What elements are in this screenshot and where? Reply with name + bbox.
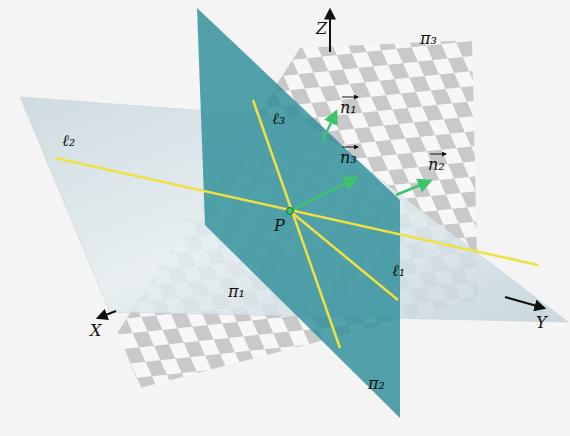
line-l2: [55, 158, 538, 265]
x-axis: [98, 311, 116, 318]
line-label: ℓ₁: [392, 262, 405, 280]
vector-label: n₃: [340, 149, 357, 167]
plane-label: π₂: [368, 375, 385, 393]
axis-label: Z: [316, 20, 327, 38]
line-label: ℓ₂: [62, 132, 75, 150]
axis-label: X: [90, 322, 101, 340]
line-l1: [290, 211, 398, 300]
y-axis: [505, 297, 544, 308]
axis-label: Y: [536, 314, 547, 332]
z-axis: [329, 10, 331, 52]
line-label: ℓ₃: [272, 110, 285, 128]
normal-n1: [322, 112, 336, 142]
vector-arrow: [342, 97, 358, 98]
point-p: [287, 208, 294, 215]
vector-arrow: [342, 147, 358, 148]
plane-label: π₃: [420, 30, 437, 48]
point-label: P: [274, 217, 285, 235]
vector-label: n₂: [428, 156, 445, 174]
normal-n3: [290, 178, 356, 211]
plane-label: π₁: [228, 283, 245, 301]
vector-label: n₁: [340, 99, 357, 117]
vector-arrow: [430, 154, 446, 155]
line-l3: [253, 100, 340, 348]
normal-n2: [396, 181, 430, 195]
